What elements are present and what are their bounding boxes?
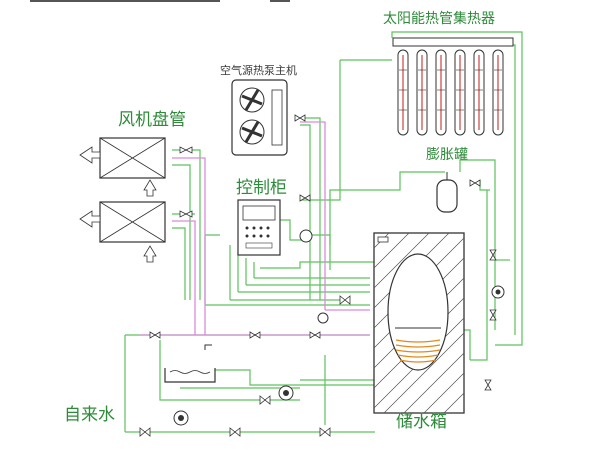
- water-tap-label: 自来水: [64, 405, 115, 425]
- storage-tank-label: 储水箱: [396, 412, 447, 432]
- fan-icon: [239, 119, 265, 145]
- fan-coil-label: 风机盘管: [118, 110, 186, 130]
- pump-fills: [178, 289, 501, 421]
- fan-coil-unit-1: [79, 137, 166, 197]
- air-source-unit-label: 空气源热泵主机: [220, 64, 297, 77]
- arrow-up-icon: [143, 179, 157, 197]
- arrow-up-icon: [143, 245, 157, 263]
- solar-collector-label: 太阳能热管集热器: [383, 11, 495, 27]
- valves: [139, 114, 497, 437]
- collector-tubes: [397, 49, 504, 136]
- solar-collector: [392, 37, 514, 136]
- storage-tank: [373, 232, 465, 414]
- air-source-heat-pump: [231, 79, 288, 156]
- fan-icon: [239, 87, 265, 113]
- fan-coil-unit-2: [79, 201, 166, 263]
- collector-tube-ribs: [399, 69, 502, 111]
- control-cabinet-label: 控制柜: [236, 178, 287, 198]
- control-cabinet: [237, 199, 281, 256]
- expansion-tank: [436, 172, 458, 213]
- arrow-left-icon: [79, 210, 101, 228]
- expansion-tank-label: 膨胀罐: [426, 147, 468, 163]
- collector-tube-heat-lines: [402, 55, 499, 130]
- tank-heating-coil: [395, 339, 441, 363]
- water-basin: [164, 344, 216, 383]
- arrow-left-icon: [79, 146, 101, 164]
